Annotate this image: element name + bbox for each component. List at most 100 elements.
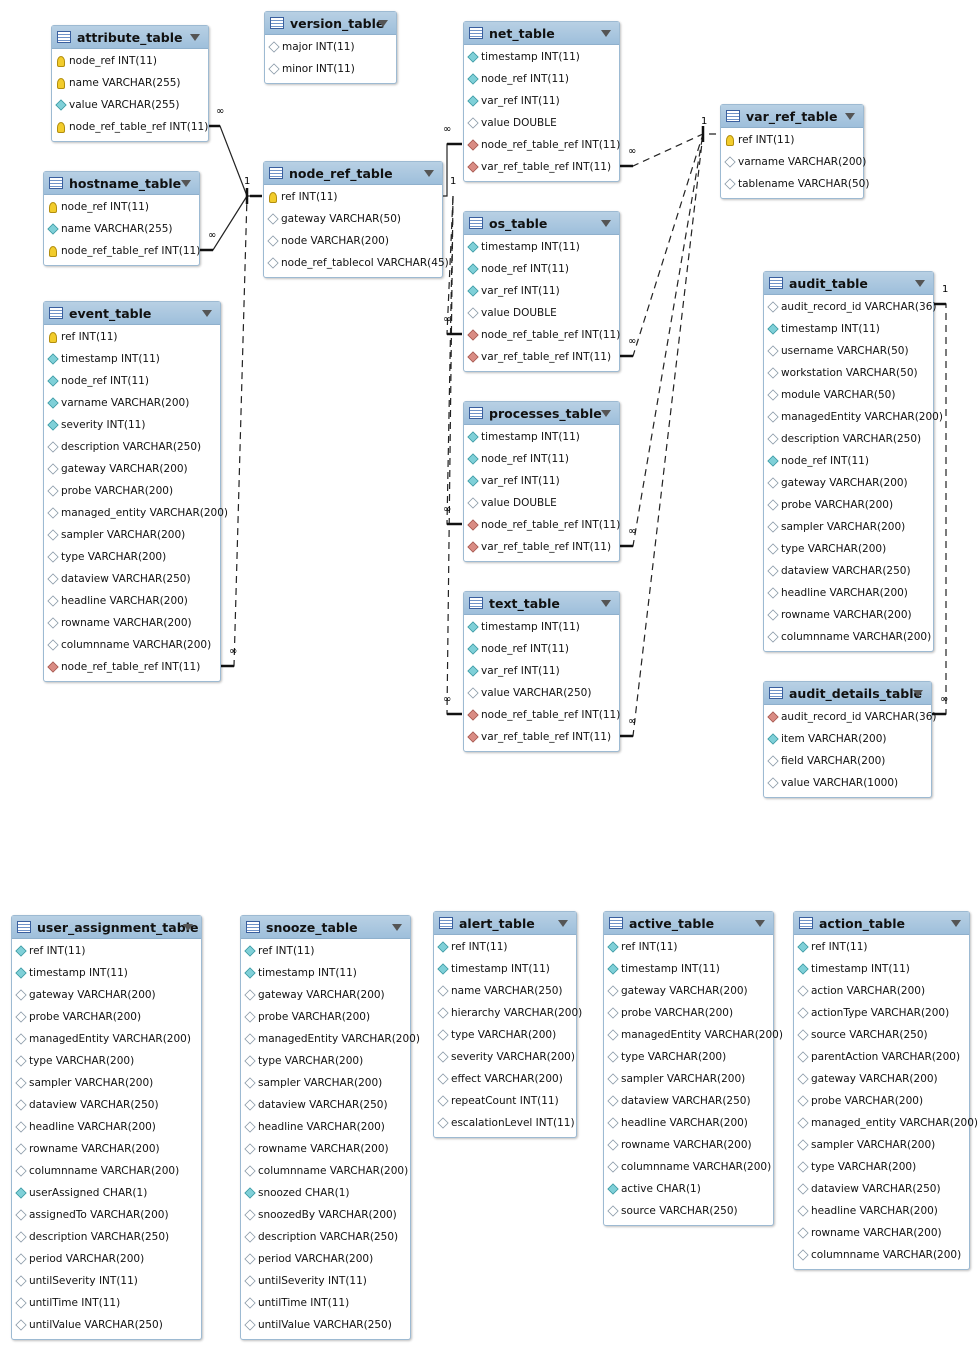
column-row[interactable]: type VARCHAR(200) (434, 1024, 576, 1046)
column-row[interactable]: var_ref_table_ref INT(11) (464, 346, 619, 368)
column-row[interactable]: severity INT(11) (44, 414, 220, 436)
column-row[interactable]: value DOUBLE (464, 112, 619, 134)
collapse-arrow-icon[interactable] (601, 30, 611, 37)
column-row[interactable]: dataview VARCHAR(250) (12, 1094, 201, 1116)
column-row[interactable]: name VARCHAR(255) (44, 218, 199, 240)
column-row[interactable]: rowname VARCHAR(200) (604, 1134, 773, 1156)
column-row[interactable]: untilSeverity INT(11) (241, 1270, 410, 1292)
column-row[interactable]: timestamp INT(11) (12, 962, 201, 984)
column-row[interactable]: untilTime INT(11) (241, 1292, 410, 1314)
column-row[interactable]: untilSeverity INT(11) (12, 1270, 201, 1292)
column-row[interactable]: value VARCHAR(250) (464, 682, 619, 704)
column-row[interactable]: severity VARCHAR(200) (434, 1046, 576, 1068)
column-row[interactable]: var_ref_table_ref INT(11) (464, 536, 619, 558)
table-header[interactable]: node_ref_table (264, 162, 442, 185)
column-row[interactable]: headline VARCHAR(200) (44, 590, 220, 612)
collapse-arrow-icon[interactable] (913, 690, 923, 697)
table-header[interactable]: snooze_table (241, 916, 410, 939)
column-row[interactable]: audit_record_id VARCHAR(36) (764, 296, 936, 318)
column-row[interactable]: rowname VARCHAR(200) (44, 612, 220, 634)
collapse-arrow-icon[interactable] (845, 113, 855, 120)
column-row[interactable]: node_ref_table_ref INT(11) (464, 704, 620, 726)
column-row[interactable]: node_ref_tablecol VARCHAR(45) (264, 252, 449, 274)
column-row[interactable]: timestamp INT(11) (794, 958, 969, 980)
column-row[interactable]: period VARCHAR(200) (12, 1248, 201, 1270)
column-row[interactable]: rowname VARCHAR(200) (764, 604, 933, 626)
column-row[interactable]: gateway VARCHAR(200) (604, 980, 773, 1002)
collapse-arrow-icon[interactable] (202, 310, 212, 317)
column-row[interactable]: dataview VARCHAR(250) (44, 568, 220, 590)
collapse-arrow-icon[interactable] (755, 920, 765, 927)
column-row[interactable]: timestamp INT(11) (464, 616, 619, 638)
column-row[interactable]: name VARCHAR(255) (52, 72, 208, 94)
column-row[interactable]: node_ref INT(11) (44, 370, 220, 392)
column-row[interactable]: dataview VARCHAR(250) (604, 1090, 773, 1112)
column-row[interactable]: hierarchy VARCHAR(200) (434, 1002, 582, 1024)
column-row[interactable]: node_ref INT(11) (464, 258, 619, 280)
column-row[interactable]: columnname VARCHAR(200) (764, 626, 933, 648)
column-row[interactable]: type VARCHAR(200) (44, 546, 220, 568)
column-row[interactable]: username VARCHAR(50) (764, 340, 933, 362)
column-row[interactable]: var_ref_table_ref INT(11) (464, 726, 619, 748)
column-row[interactable]: repeatCount INT(11) (434, 1090, 576, 1112)
column-row[interactable]: managedEntity VARCHAR(200) (604, 1024, 783, 1046)
column-row[interactable]: rowname VARCHAR(200) (241, 1138, 410, 1160)
table-header[interactable]: hostname_table (44, 172, 199, 195)
column-row[interactable]: gateway VARCHAR(200) (794, 1068, 969, 1090)
column-row[interactable]: source VARCHAR(250) (604, 1200, 773, 1222)
column-row[interactable]: snoozedBy VARCHAR(200) (241, 1204, 410, 1226)
column-row[interactable]: rowname VARCHAR(200) (794, 1222, 969, 1244)
column-row[interactable]: untilTime INT(11) (12, 1292, 201, 1314)
column-row[interactable]: module VARCHAR(50) (764, 384, 933, 406)
column-row[interactable]: ref INT(11) (264, 186, 442, 208)
column-row[interactable]: sampler VARCHAR(200) (604, 1068, 773, 1090)
column-row[interactable]: node_ref INT(11) (764, 450, 933, 472)
table-header[interactable]: alert_table (434, 912, 576, 935)
column-row[interactable]: columnname VARCHAR(200) (12, 1160, 201, 1182)
column-row[interactable]: escalationLevel INT(11) (434, 1112, 576, 1134)
column-row[interactable]: value DOUBLE (464, 492, 619, 514)
column-row[interactable]: managedEntity VARCHAR(200) (12, 1028, 201, 1050)
column-row[interactable]: timestamp INT(11) (464, 236, 619, 258)
table-header[interactable]: event_table (44, 302, 220, 325)
column-row[interactable]: tablename VARCHAR(50) (721, 173, 869, 195)
collapse-arrow-icon[interactable] (601, 220, 611, 227)
column-row[interactable]: dataview VARCHAR(250) (241, 1094, 410, 1116)
column-row[interactable]: node_ref INT(11) (464, 448, 619, 470)
column-row[interactable]: description VARCHAR(250) (241, 1226, 410, 1248)
column-row[interactable]: probe VARCHAR(200) (44, 480, 220, 502)
table-header[interactable]: audit_table (764, 272, 933, 295)
column-row[interactable]: node_ref INT(11) (44, 196, 199, 218)
column-row[interactable]: description VARCHAR(250) (44, 436, 220, 458)
column-row[interactable]: sampler VARCHAR(200) (794, 1134, 969, 1156)
column-row[interactable]: timestamp INT(11) (241, 962, 410, 984)
table-header[interactable]: var_ref_table (721, 105, 863, 128)
column-row[interactable]: managed_entity VARCHAR(200) (794, 1112, 978, 1134)
column-row[interactable]: type VARCHAR(200) (794, 1156, 969, 1178)
column-row[interactable]: userAssigned CHAR(1) (12, 1182, 201, 1204)
collapse-arrow-icon[interactable] (951, 920, 961, 927)
column-row[interactable]: headline VARCHAR(200) (764, 582, 933, 604)
column-row[interactable]: ref INT(11) (434, 936, 576, 958)
column-row[interactable]: var_ref INT(11) (464, 90, 619, 112)
column-row[interactable]: headline VARCHAR(200) (604, 1112, 773, 1134)
column-row[interactable]: headline VARCHAR(200) (12, 1116, 201, 1138)
column-row[interactable]: node_ref INT(11) (464, 638, 619, 660)
table-header[interactable]: os_table (464, 212, 619, 235)
column-row[interactable]: major INT(11) (265, 36, 396, 58)
column-row[interactable]: type VARCHAR(200) (764, 538, 933, 560)
column-row[interactable]: value DOUBLE (464, 302, 619, 324)
column-row[interactable]: parentAction VARCHAR(200) (794, 1046, 969, 1068)
column-row[interactable]: var_ref INT(11) (464, 470, 619, 492)
column-row[interactable]: columnname VARCHAR(200) (44, 634, 220, 656)
column-row[interactable]: sampler VARCHAR(200) (764, 516, 933, 538)
